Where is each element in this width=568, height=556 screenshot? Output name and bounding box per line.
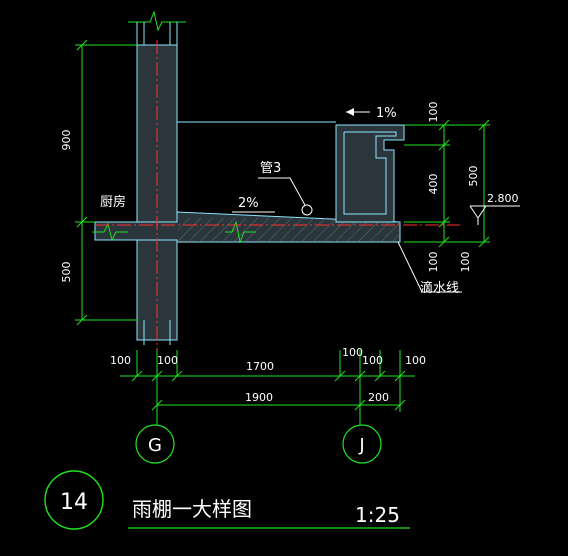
dim-right-bot-100a: 100 <box>427 252 440 273</box>
drawing-scale: 1:25 <box>355 503 400 527</box>
break-mark-top <box>128 10 186 32</box>
label-drip-line: 滴水线 <box>420 280 459 296</box>
dim-lower-500: 500 <box>60 262 73 283</box>
dim-b-100b: 100 <box>157 354 178 367</box>
axis-bubble-left: G <box>135 424 175 464</box>
dim-b-100a: 100 <box>110 354 131 367</box>
right-dimension <box>404 119 490 248</box>
detail-number-circle <box>44 470 104 530</box>
dim-b-100d: 100 <box>362 354 383 367</box>
bottom-dimension <box>120 350 415 412</box>
axis-bubble-right: J <box>342 424 382 464</box>
dim-b-100e: 100 <box>405 354 426 367</box>
label-pipe: 管3 <box>260 161 281 176</box>
dim-upper-900: 900 <box>60 130 73 151</box>
dim-right-top-100: 100 <box>427 102 440 123</box>
label-slope-roof: 2% <box>238 196 259 211</box>
dim-right-400: 400 <box>427 174 440 195</box>
canopy-curb <box>335 124 405 223</box>
dim-b-200: 200 <box>368 391 389 404</box>
elevation-label: 2.800 <box>487 192 519 205</box>
pipe-icon <box>301 204 313 216</box>
slope-arrow-icon <box>346 108 354 116</box>
dim-b-100c: 100 <box>342 346 363 359</box>
detail-number: 14 <box>60 490 88 515</box>
label-slope-top: 1% <box>376 106 397 121</box>
dim-b-1700: 1700 <box>246 360 274 373</box>
left-dimension <box>75 39 137 326</box>
label-kitchen: 厨房 <box>100 194 126 210</box>
break-mark-slab <box>92 222 128 242</box>
pipe-leader <box>258 177 306 206</box>
dim-b-1900: 1900 <box>245 391 273 404</box>
axis-label-j: J <box>358 435 364 456</box>
drawing-title: 雨棚一大样图 <box>132 497 252 521</box>
dim-right-bot-100b: 100 <box>459 252 472 273</box>
drip-leader <box>397 241 462 293</box>
dim-right-500: 500 <box>467 166 480 187</box>
axis-label-g: G <box>148 435 162 456</box>
elevation-marker <box>469 205 520 225</box>
